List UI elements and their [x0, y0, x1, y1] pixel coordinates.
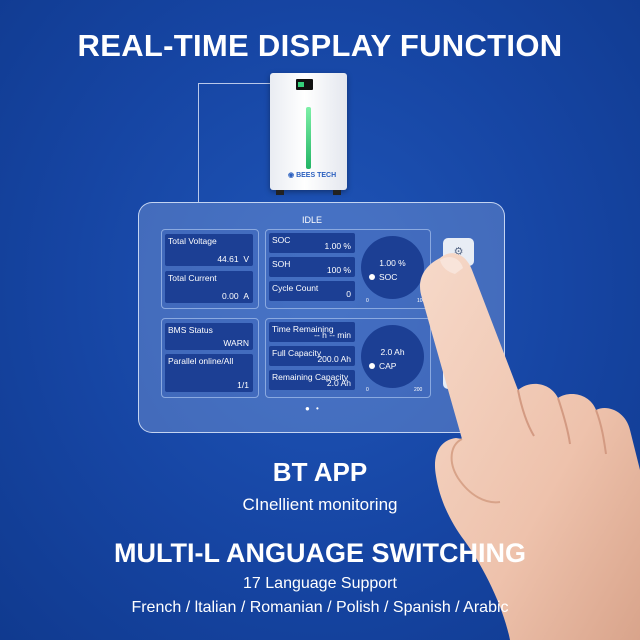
soc-gauge-label: SOC: [368, 272, 398, 282]
remaining-capacity-label: Remaining Capacity: [272, 372, 349, 382]
bms-screen: IDLE Total Voltage 44.61 V Total Current…: [157, 213, 474, 418]
remaining-capacity-value: 2.0 Ah: [326, 378, 351, 388]
status-card: BMS Status WARN Parallel online/All 1/1: [161, 318, 259, 398]
capacity-card: Time Remaining -- h -- min Full Capacity…: [265, 318, 431, 398]
status-title: IDLE: [301, 215, 322, 225]
full-capacity-value: 200.0 Ah: [317, 354, 351, 364]
total-current-label: Total Current: [168, 273, 217, 283]
thumb: [450, 438, 501, 504]
language-list: French / ltalian / Romanian / Polish / S…: [131, 599, 509, 616]
language-support-text: 17 Language Support: [243, 575, 397, 592]
parallel-value: 1/1: [237, 380, 249, 390]
battery-brand-text: BEES TECH: [296, 172, 337, 179]
connector-line: [198, 83, 273, 202]
total-voltage-unit: V: [243, 254, 249, 264]
finger-crease-1: [517, 389, 535, 437]
cap-gauge-value: 2.0 Ah: [380, 347, 405, 357]
finger-crease-3: [595, 409, 607, 455]
battery-led-bar: [306, 107, 311, 169]
battery-screen: [296, 79, 313, 90]
cap-gauge-label: CAP: [368, 361, 397, 371]
page-indicator[interactable]: ● •: [305, 404, 321, 413]
total-voltage-field: Total Voltage 44.61 V: [165, 234, 253, 266]
soh-label: SOH: [272, 259, 291, 269]
soc-gauge-min: 0: [366, 298, 369, 304]
soc-label: SOC: [272, 235, 291, 245]
battery-unit: ◉ BEES TECH: [270, 73, 347, 195]
soh-value: 100 %: [326, 265, 351, 275]
battery-brand-logo: ◉ BEES TECH: [288, 172, 337, 179]
soc-value: 1.00 %: [324, 241, 351, 251]
cycle-count-value: 0: [346, 289, 351, 299]
cap-gauge-min: 0: [366, 387, 369, 393]
bt-app-title: BT APP: [272, 457, 368, 487]
cap-gauge: 2.0 Ah CAP: [361, 325, 424, 388]
bms-status-field: BMS Status WARN: [165, 323, 253, 350]
cycle-count-field: Cycle Count 0: [269, 281, 355, 301]
battery-screen-indicator: [298, 82, 304, 87]
hand-shape: [420, 253, 640, 640]
time-remaining-value: -- h -- min: [314, 330, 351, 340]
soc-gauge-max: 100: [417, 298, 426, 304]
full-capacity-field: Full Capacity 200.0 Ah: [269, 346, 355, 366]
time-remaining-field: Time Remaining -- h -- min: [269, 322, 355, 342]
total-voltage-label: Total Voltage: [168, 236, 217, 246]
total-current-value: 0.00: [222, 291, 239, 301]
bt-app-subtitle: CInellient monitoring: [242, 495, 398, 514]
voltage-current-card: Total Voltage 44.61 V Total Current 0.00…: [161, 229, 259, 309]
hand-illustration: [420, 253, 640, 640]
soc-card: SOC 1.00 % SOH 100 % Cycle Count 0 1.00 …: [265, 229, 431, 309]
soc-gauge: 1.00 % SOC: [361, 236, 424, 299]
total-current-unit: A: [243, 291, 249, 301]
battery-feet: [274, 190, 343, 195]
bms-status-value: WARN: [223, 338, 249, 348]
soc-gauge-value: 1.00 %: [379, 258, 406, 268]
full-capacity-label: Full Capacity: [272, 348, 322, 358]
multi-language-title: MULTI-L ANGUAGE SWITCHING: [114, 538, 526, 568]
bms-status-label: BMS Status: [168, 325, 213, 335]
parallel-field: Parallel online/All 1/1: [165, 354, 253, 392]
parallel-label: Parallel online/All: [168, 356, 234, 366]
soh-field: SOH 100 %: [269, 257, 355, 277]
total-voltage-value: 44.61: [217, 254, 239, 264]
index-fingernail: [440, 257, 463, 274]
settings-icon: ⚙: [453, 246, 464, 258]
finger-crease-2: [557, 397, 571, 445]
time-remaining-label: Time Remaining: [272, 324, 334, 334]
soc-field: SOC 1.00 %: [269, 233, 355, 253]
total-current-field: Total Current 0.00 A: [165, 271, 253, 303]
remaining-capacity-field: Remaining Capacity 2.0 Ah: [269, 370, 355, 390]
headline: REAL-TIME DISPLAY FUNCTION: [77, 28, 563, 63]
cycle-count-label: Cycle Count: [272, 283, 319, 293]
cap-gauge-max: 200: [414, 387, 423, 393]
